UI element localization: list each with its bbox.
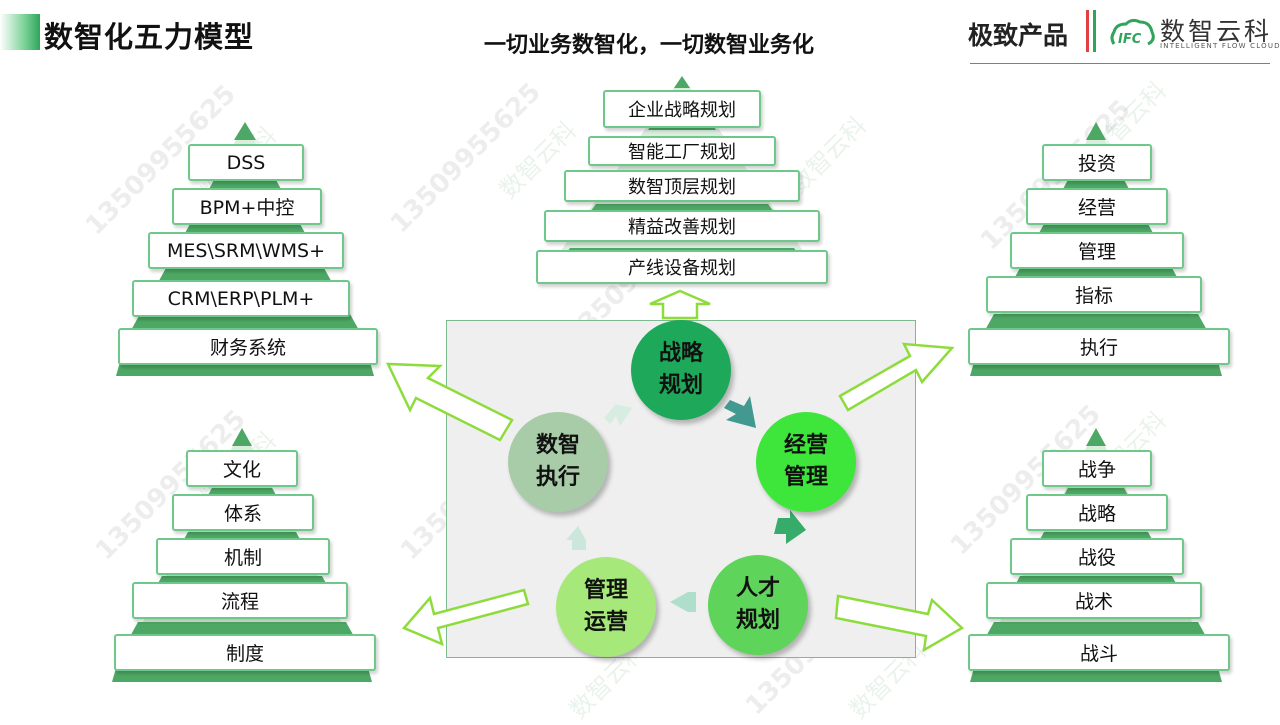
- pyramid-tier-4: 指标: [986, 276, 1202, 313]
- arrow-cycle-icon: [604, 402, 632, 426]
- node-label-line1: 经营: [783, 433, 828, 458]
- arrow-cycle-icon: [566, 526, 586, 550]
- node-label-line1: 数智: [535, 433, 580, 458]
- pyramid-tier-3: MES\SRM\WMS+: [148, 232, 344, 269]
- pyramid-tier-3: 数智顶层规划: [564, 170, 800, 202]
- pyramid-systems: DSS BPM+中控 MES\SRM\WMS+ CRM\ERP\PLM+ 财务系…: [110, 118, 380, 380]
- arrow-cycle-icon: [774, 510, 806, 544]
- node-label-line2: 执行: [535, 465, 580, 490]
- node-digital-execution: 数智 执行: [508, 412, 608, 512]
- arrow-downright-icon: [834, 594, 965, 653]
- arrow-cycle-icon: [670, 592, 696, 612]
- node-operation-management: 经营 管理: [756, 412, 856, 512]
- logo-text: IFC: [1118, 32, 1142, 47]
- node-label-line1: 战略: [658, 341, 703, 366]
- pyramid-tier-1: 企业战略规划: [603, 90, 761, 128]
- pyramid-tier-2: 经营: [1026, 188, 1168, 225]
- pyramid-tier-2: BPM+中控: [172, 188, 322, 225]
- brand-name: 数智云科: [1160, 17, 1273, 46]
- brand-product-label: 极致产品: [968, 21, 1069, 50]
- node-talent-planning: 人才 规划: [708, 555, 808, 655]
- node-label-line1: 人才: [735, 576, 780, 601]
- title-accent-bar: [0, 14, 40, 50]
- pyramid-tier-4: 战术: [986, 582, 1202, 619]
- header-underline: [970, 63, 1270, 64]
- node-label-line2: 运营: [583, 610, 628, 635]
- node-management-operation: 管理 运营: [556, 557, 656, 657]
- pyramid-warfare: 战争 战略 战役 战术 战斗: [964, 424, 1230, 686]
- pyramid-tier-1: DSS: [188, 144, 304, 181]
- slogan: 一切业务数智化，一切数智业务化: [484, 33, 815, 58]
- arrow-downleft-icon: [401, 588, 530, 647]
- node-label-line1: 管理: [583, 578, 628, 603]
- arrow-cycle-icon: [724, 396, 756, 428]
- node-label-line2: 规划: [735, 608, 780, 633]
- pyramid-tier-3: 机制: [156, 538, 330, 575]
- pyramid-tier-5: 执行: [968, 328, 1230, 365]
- node-label-line2: 管理: [783, 465, 828, 490]
- arrow-upleft-icon: [385, 362, 514, 442]
- pyramid-culture: 文化 体系 机制 流程 制度: [106, 424, 378, 686]
- pyramid-tier-5: 战斗: [968, 634, 1230, 671]
- node-label-line2: 规划: [658, 373, 703, 398]
- pyramid-tier-1: 投资: [1042, 144, 1152, 181]
- pyramid-tier-3: 管理: [1010, 232, 1184, 269]
- pyramid-tier-2: 智能工厂规划: [588, 136, 776, 166]
- brand-separator-red: [1086, 10, 1089, 52]
- page-title: 数智化五力模型: [44, 20, 255, 54]
- pyramid-tier-4: 精益改善规划: [544, 210, 820, 242]
- pyramid-tier-2: 体系: [172, 494, 314, 531]
- pyramid-planning: 企业战略规划 智能工厂规划 数智顶层规划 精益改善规划 产线设备规划: [530, 72, 834, 292]
- arrow-upright-icon: [838, 342, 955, 412]
- pyramid-tier-1: 战争: [1042, 450, 1152, 487]
- brand-subtitle: INTELLIGENT FLOW CLOUD: [1160, 42, 1280, 50]
- pyramid-tier-1: 文化: [186, 450, 298, 487]
- pyramid-tier-3: 战役: [1010, 538, 1184, 575]
- arrow-up-icon: [649, 289, 711, 320]
- pyramid-tier-2: 战略: [1026, 494, 1168, 531]
- pyramid-tier-5: 财务系统: [118, 328, 378, 365]
- pyramid-tier-5: 产线设备规划: [536, 250, 828, 284]
- node-strategy-planning: 战略 规划: [631, 320, 731, 420]
- pyramid-tier-4: 流程: [132, 582, 348, 619]
- pyramid-tier-4: CRM\ERP\PLM+: [132, 280, 350, 317]
- pyramid-tier-5: 制度: [114, 634, 376, 671]
- company-logo-icon: IFC: [1110, 18, 1155, 47]
- brand-separator-green: [1093, 10, 1096, 52]
- pyramid-management: 投资 经营 管理 指标 执行: [964, 118, 1230, 380]
